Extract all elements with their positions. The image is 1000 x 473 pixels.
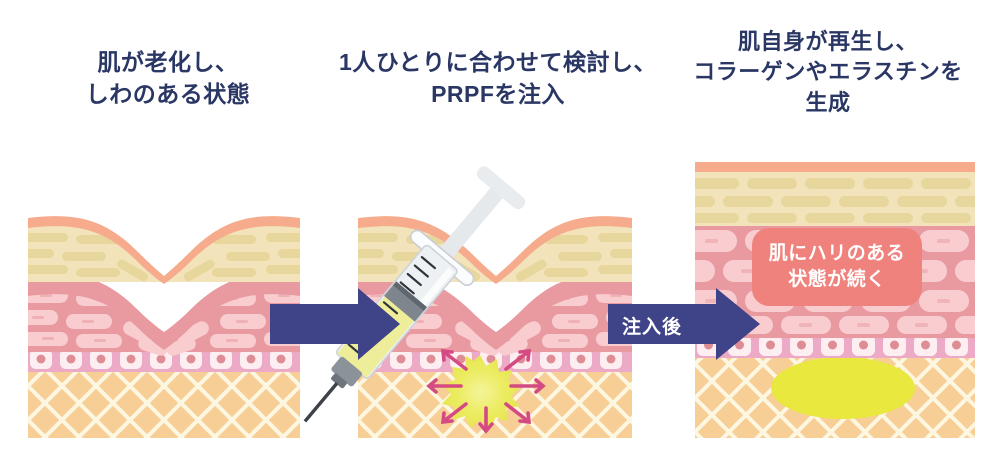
dermis-layer bbox=[28, 274, 300, 356]
skin-surface-line bbox=[28, 216, 300, 284]
syringe-thumb-rest bbox=[476, 166, 526, 210]
skin-cross-section-wrinkled bbox=[28, 216, 300, 438]
injection-burst bbox=[442, 355, 520, 429]
filler-deposit bbox=[771, 357, 915, 419]
process-arrow-1 bbox=[270, 288, 400, 360]
skin-diagram-1-svg bbox=[28, 216, 300, 438]
process-arrow-2-svg bbox=[608, 288, 760, 360]
injection-burst-group bbox=[426, 348, 546, 434]
skin-surface-line bbox=[695, 162, 975, 172]
step-1-heading: 肌が老化し、 しわのある状態 bbox=[85, 49, 251, 107]
process-arrow-1-svg bbox=[270, 288, 400, 360]
process-arrow-2: 注入後 bbox=[608, 288, 760, 360]
result-badge: 肌にハリのある 状態が続く bbox=[752, 228, 922, 306]
process-arrow-2-label: 注入後 bbox=[622, 317, 683, 338]
epidermis-layer bbox=[695, 170, 975, 226]
step-3-heading: 肌自身が再生し、 コラーゲンやエラスチンを 生成 bbox=[693, 29, 963, 115]
spread-arrows bbox=[426, 348, 546, 434]
epidermis-layer bbox=[358, 222, 632, 282]
skin-surface-line bbox=[358, 216, 632, 284]
syringe-needle bbox=[303, 382, 339, 423]
subcutaneous-layer bbox=[28, 366, 300, 438]
epidermis-layer bbox=[28, 222, 300, 282]
step-2-heading: 1人ひとりに合わせて検討し、 PRPFを注入 bbox=[338, 49, 658, 107]
